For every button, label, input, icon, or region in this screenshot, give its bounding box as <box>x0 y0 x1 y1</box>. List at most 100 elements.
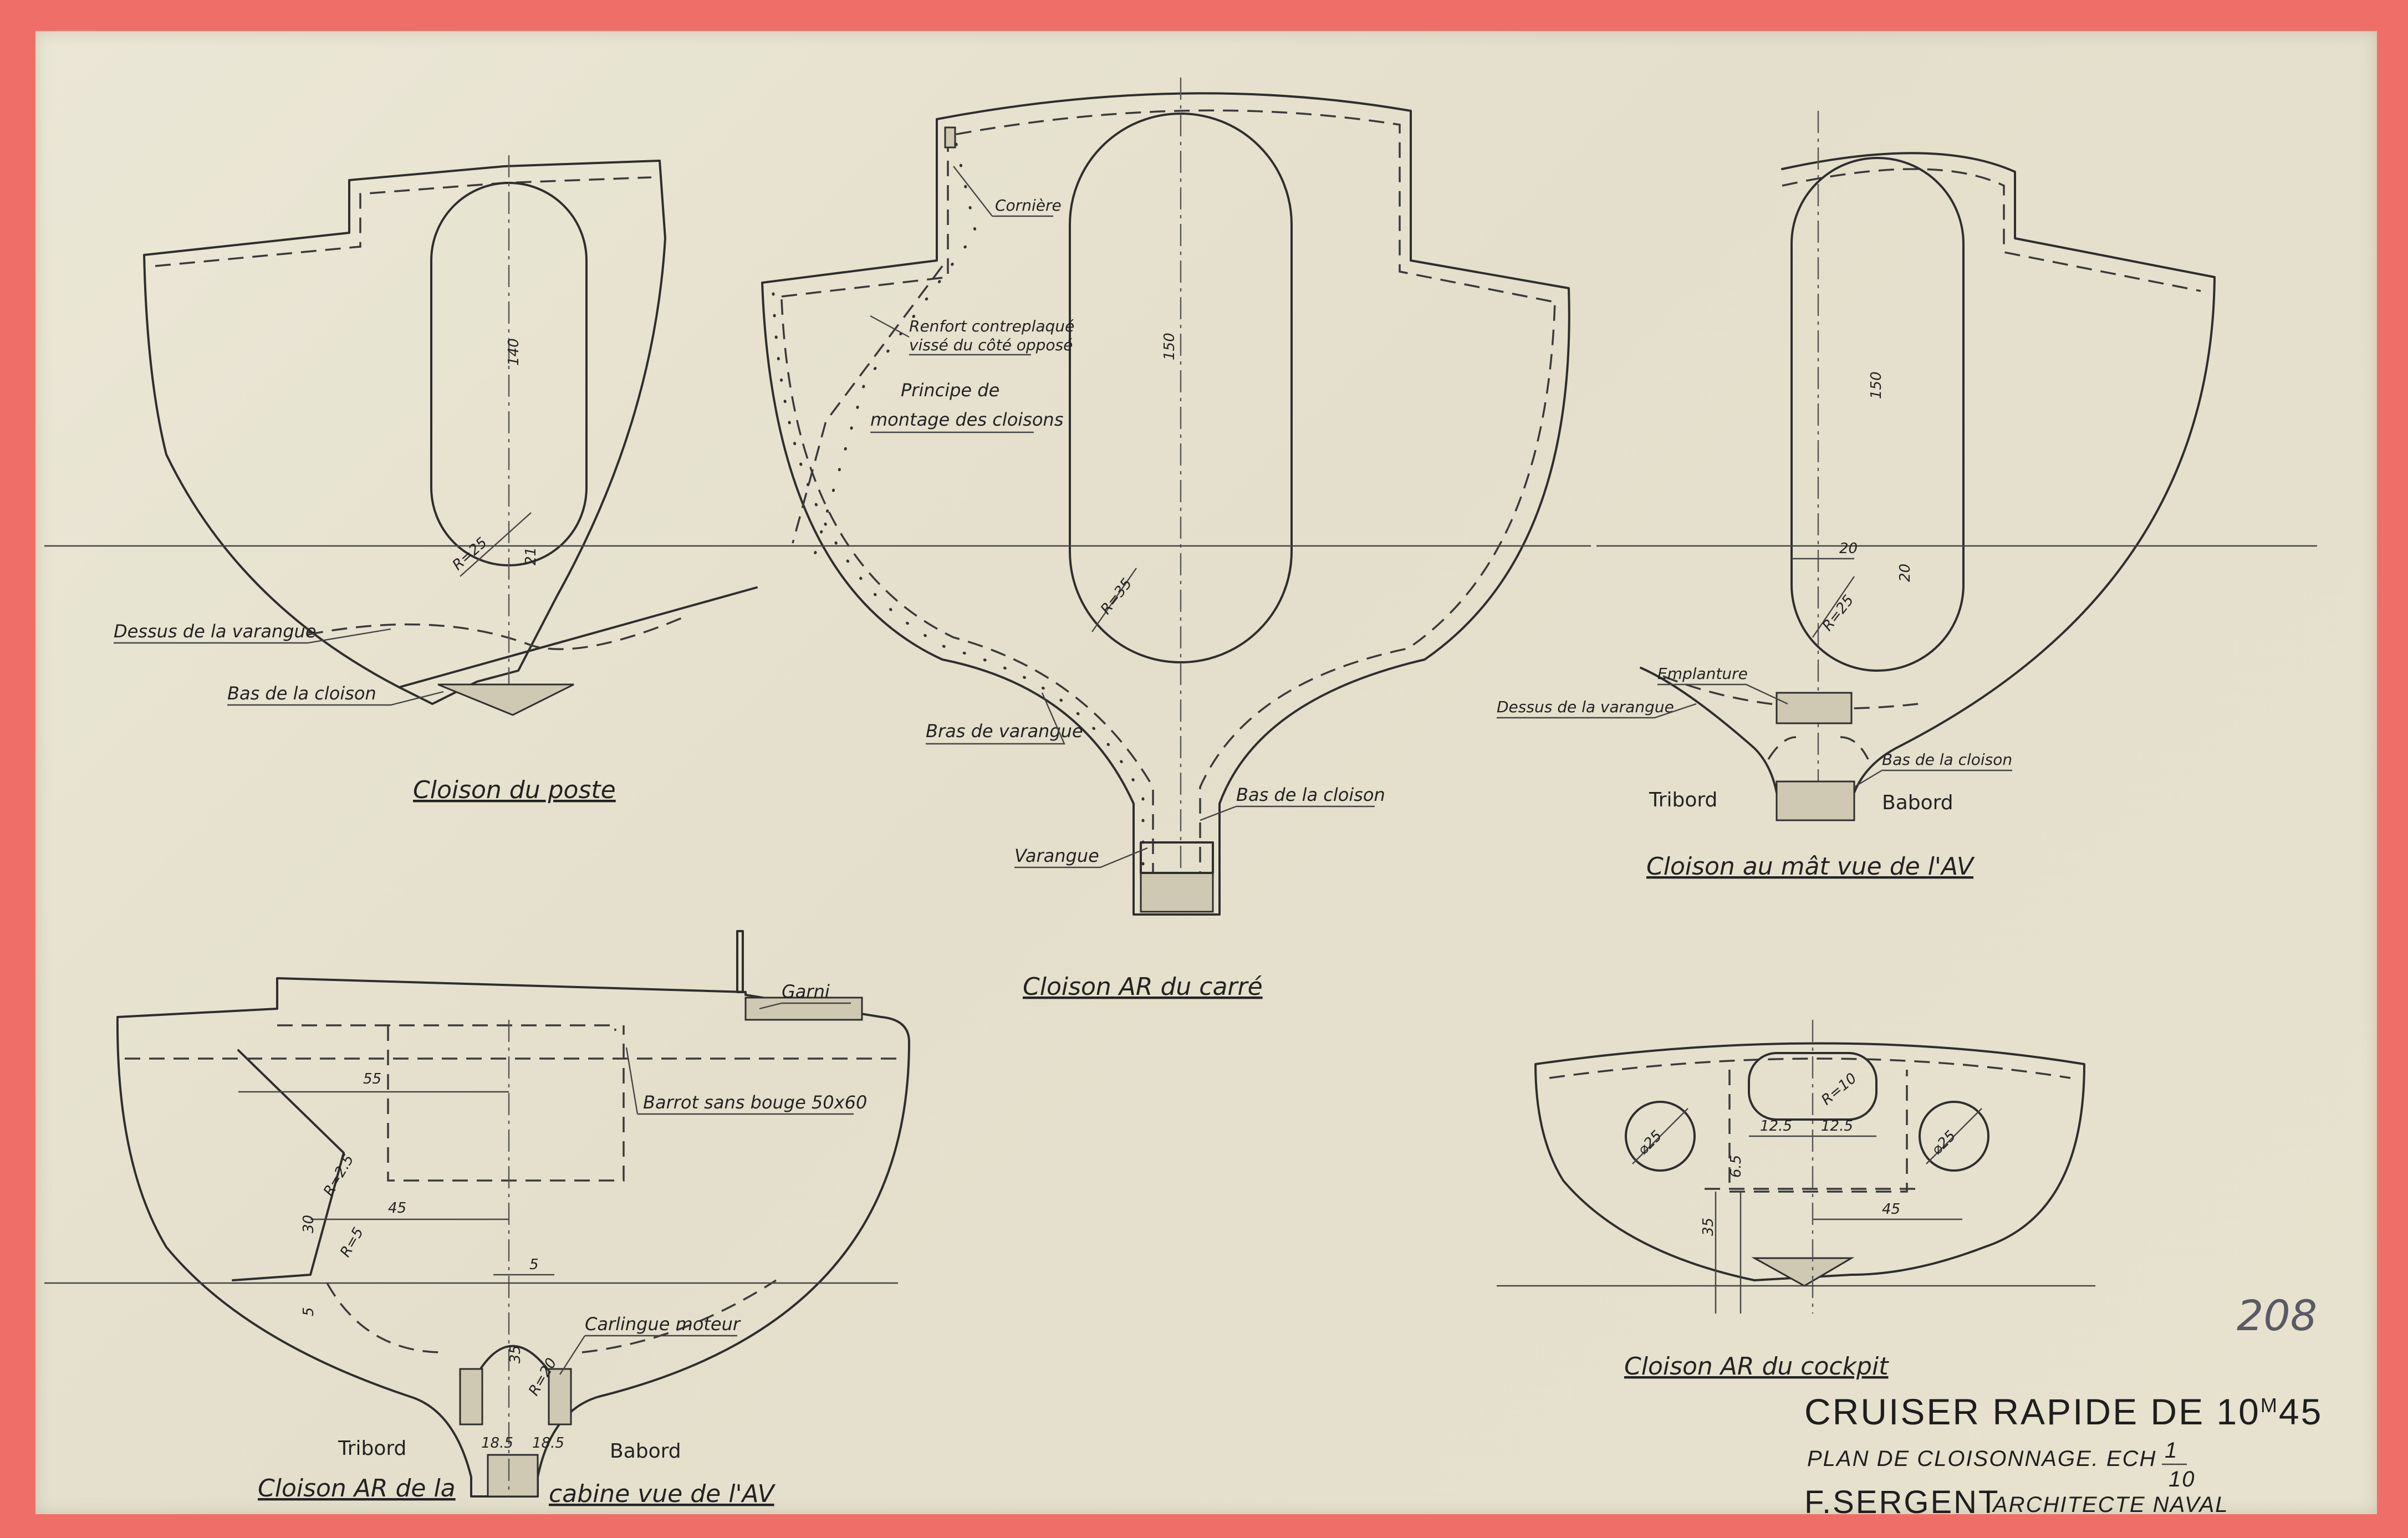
carre-leader-bras <box>926 692 1065 745</box>
cabine-leader-barrot <box>625 1047 854 1115</box>
poste-label-dessus: Dessus de la varangue <box>114 621 317 642</box>
title-main: CRUISER RAPIDE DE 10 <box>1804 1391 2261 1432</box>
cabine-dim-35: 35 <box>507 1345 524 1363</box>
cockpit-port-hole-left <box>1625 1101 1696 1172</box>
mat-door-opening <box>1790 157 1965 672</box>
cabine-bearer-left <box>459 1368 483 1425</box>
carre-keel-block <box>1140 872 1214 913</box>
cabine-inner-box <box>387 1025 625 1182</box>
poste-title: Cloison du poste <box>413 776 616 804</box>
poste-label-bas: Bas de la cloison <box>227 683 376 704</box>
cabine-title-right: cabine vue de l'AV <box>549 1480 776 1508</box>
cabine-dim-5: 5 <box>529 1256 539 1273</box>
poste-keel-line <box>398 586 758 688</box>
mat-radius-leader <box>1812 576 1855 638</box>
view-cloison-ar-de-la-cabine: 55 45 R=2.5 30 R=5 5 5 35 R=20 18.5 18.5… <box>44 930 910 1508</box>
cockpit-diam-right <box>1926 1108 1982 1164</box>
poste-inner-offset <box>155 176 652 267</box>
cockpit-dim-w1: 12.5 <box>1760 1118 1792 1135</box>
mat-dim-width: 20 <box>1839 540 1858 557</box>
carre-label-montage: montage des cloisons <box>870 409 1063 430</box>
view-cloison-au-mat: 150 20 R=25 20 Emplanture Dessus de la v… <box>1497 111 2317 881</box>
cabine-dim-185b: 18.5 <box>532 1435 564 1452</box>
carre-label-renfort: Renfort contreplaqué <box>909 317 1074 335</box>
cabine-outline <box>116 977 910 1498</box>
title-block: CRUISER RAPIDE DE 10M45 PLAN DE CLOISONN… <box>1804 1391 2323 1520</box>
carre-inner-offset <box>781 109 1555 303</box>
carre-fastener-line <box>772 292 1145 905</box>
carre-label-vissee: vissé du côté opposé <box>909 336 1073 354</box>
carre-fastener-diag <box>813 142 977 556</box>
poste-keel-block <box>437 683 574 716</box>
view-cloison-du-poste: 140 R=25 21 Dessus de la varangue Bas de… <box>44 155 793 804</box>
carre-label-cornier: Cornière <box>995 196 1062 214</box>
cabine-dim-5b: 5 <box>300 1307 317 1316</box>
cabine-dim-45: 45 <box>388 1200 406 1217</box>
title-line-2: PLAN DE CLOISONNAGE. ECH <box>1807 1447 2156 1471</box>
mat-leader-dessus <box>1497 703 1697 719</box>
carre-cornier-block <box>944 126 956 149</box>
mat-inner-hull <box>1767 736 1869 760</box>
mat-inner-offset <box>1782 168 2201 292</box>
mat-outline <box>1640 152 2216 794</box>
cabine-step-cut <box>232 1049 345 1281</box>
cabine-dim-r5: R=5 <box>337 1225 367 1260</box>
poste-dim-height: 140 <box>506 338 522 366</box>
cabine-dim-r25: R=2.5 <box>320 1152 358 1199</box>
cockpit-keel-block <box>1751 1257 1855 1287</box>
mat-leader-emplanture <box>1657 683 1788 705</box>
cabine-dim-185: 18.5 <box>481 1435 513 1452</box>
scale-denominator: 10 <box>2169 1467 2196 1491</box>
scale-numerator: 1 <box>2165 1438 2178 1463</box>
cockpit-dim-6: 6.5 <box>1728 1155 1744 1178</box>
cockpit-diam-left <box>1632 1108 1688 1164</box>
carre-radius-leader <box>1091 568 1137 632</box>
carre-inner-hull <box>780 299 1556 887</box>
carre-door-opening <box>1069 113 1293 663</box>
cockpit-inner-offset <box>1549 1057 2071 1079</box>
cockpit-dim-diam-left: ⌀25 <box>1635 1127 1666 1158</box>
cockpit-dim-45: 45 <box>1882 1201 1900 1218</box>
drawing-sheet <box>35 31 2377 1514</box>
carre-dim-height: 150 <box>1161 333 1178 360</box>
carre-leader-varangue <box>1014 847 1148 868</box>
cockpit-dim-35: 35 <box>1700 1218 1717 1236</box>
cockpit-title: Cloison AR du cockpit <box>1624 1352 1889 1381</box>
sheet-number: 208 <box>2237 1291 2317 1340</box>
cabine-label-babord: Babord <box>610 1440 681 1463</box>
cabine-garni-block <box>744 997 863 1021</box>
cabine-label-tribord: Tribord <box>338 1437 406 1460</box>
poste-leader-bas <box>227 691 444 706</box>
carre-dim-radius: R=35 <box>1098 575 1136 617</box>
title-end: 45 <box>2279 1391 2323 1432</box>
cabine-leader-garni <box>759 1002 851 1010</box>
cockpit-dim-r10: R=10 <box>1818 1070 1860 1108</box>
carre-title: Cloison AR du carré <box>1023 973 1263 1001</box>
poste-outline <box>143 160 666 705</box>
mat-keel-block <box>1776 780 1855 821</box>
mat-label-babord: Babord <box>1882 791 1953 814</box>
carre-leader-renfort <box>870 315 1031 356</box>
carre-label-varangue: Varangue <box>1014 845 1099 866</box>
carre-outline <box>761 92 1570 916</box>
cabine-mast-post <box>736 930 744 993</box>
mat-emplanture-block <box>1776 692 1853 724</box>
view-cloison-ar-du-cockpit: ⌀25 ⌀25 R=10 12.5 12.5 45 35 6.5 Cloison… <box>1497 1020 2095 1381</box>
mat-dim-height: 150 <box>1868 371 1885 399</box>
carre-label-principe: Principe de <box>901 380 999 401</box>
cockpit-port-hole-right <box>1919 1101 1989 1172</box>
cabine-label-carlingue: Carlingue moteur <box>585 1314 741 1335</box>
cabine-label-barrot: Barrot sans bouge 50x60 <box>643 1092 867 1113</box>
cabine-dim-55: 55 <box>363 1071 381 1087</box>
mat-leader-bas <box>1854 769 2012 788</box>
cockpit-dim-w2: 12.5 <box>1821 1118 1853 1135</box>
architect-name: F.SERGENT <box>1804 1484 2000 1520</box>
cabine-label-garni: Garni <box>782 981 830 1002</box>
cockpit-outline <box>1534 1042 2085 1281</box>
mat-dim-gap: 20 <box>1897 564 1914 582</box>
carre-varangue-block <box>1140 841 1214 874</box>
mat-label-tribord: Tribord <box>1649 789 1717 811</box>
view-cloison-ar-du-carre: 150 R=35 Cornière Renfort contreplaqué v… <box>761 78 1591 1001</box>
cockpit-center-opening <box>1748 1052 1878 1121</box>
